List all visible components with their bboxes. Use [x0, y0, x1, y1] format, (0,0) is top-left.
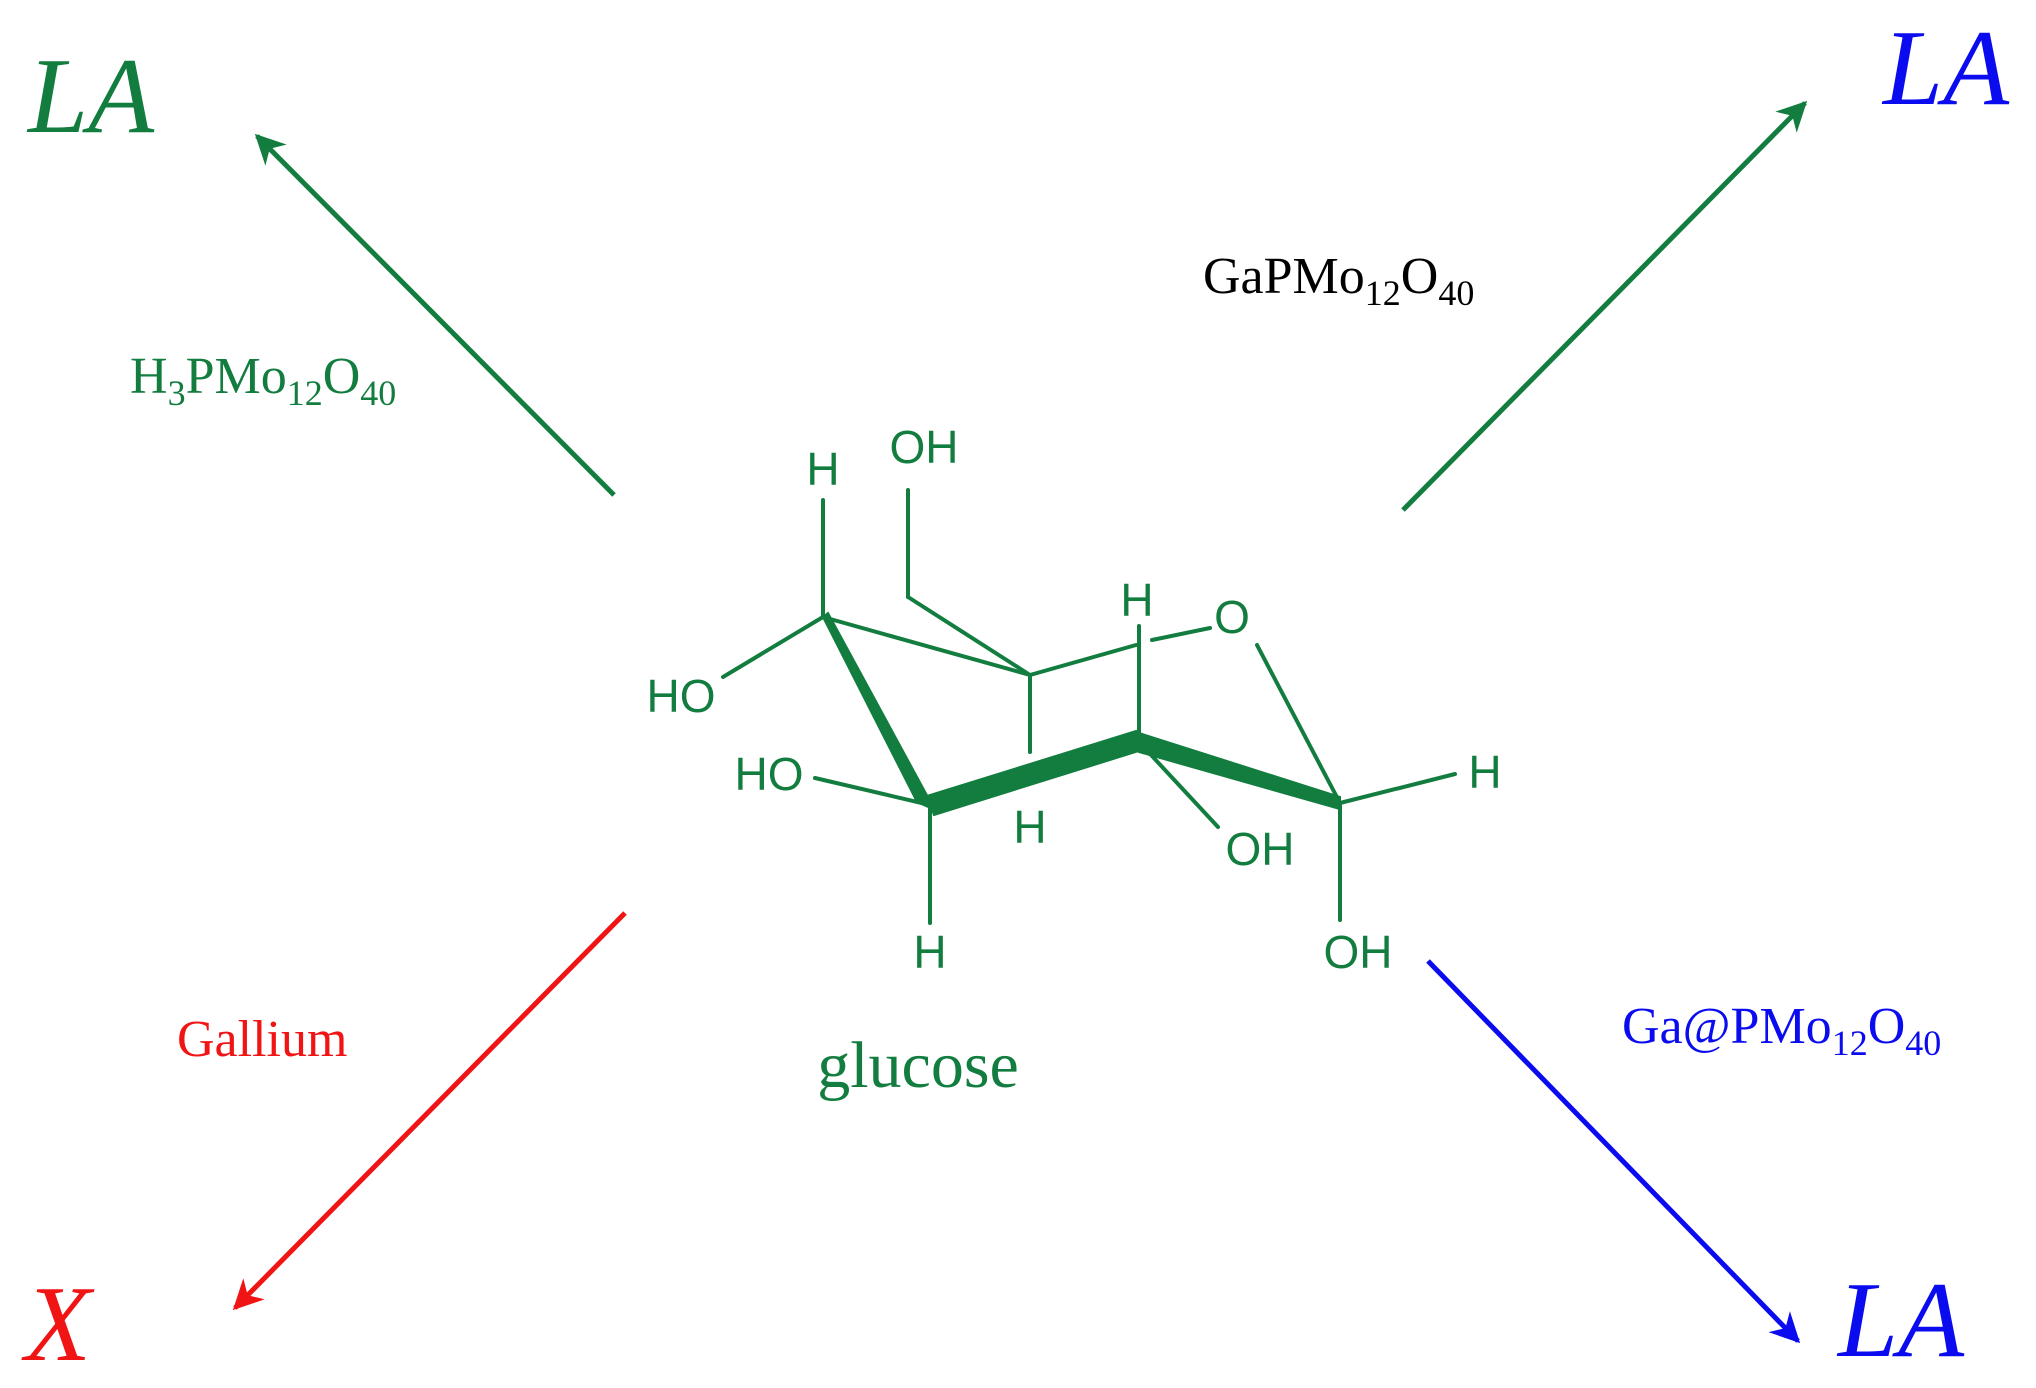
catalyst-ga-at-pmo12o40: Ga@PMo12O40	[1622, 998, 1941, 1063]
atom-ring-o: O	[1214, 591, 1250, 643]
catalyst-gallium: Gallium	[177, 1011, 347, 1068]
bond-c4-c5	[821, 615, 1032, 677]
atom-h-mid-top: H	[1120, 574, 1153, 626]
atom-h-bottom: H	[913, 926, 946, 978]
atom-h-right: H	[1468, 746, 1501, 798]
atom-ho-left-1: HO	[647, 670, 716, 722]
catalyst-gapmo12o40: GaPMo12O40	[1203, 248, 1474, 313]
arrow-to-bottom-left	[232, 911, 627, 1311]
atom-h-mid-bottom: H	[1013, 801, 1046, 853]
bond-c1-h	[1338, 772, 1457, 805]
bond-c5-ch2	[906, 595, 1032, 677]
catalyst-h3pmo12o40: H3PMo12O40	[130, 348, 396, 413]
atom-oh-top: OH	[890, 421, 959, 473]
arrow-to-bottom-right	[1426, 959, 1801, 1344]
bond-c2-oh	[1137, 740, 1220, 829]
atom-ho-left-2: HO	[735, 748, 804, 800]
bond-c5-o	[1028, 643, 1138, 677]
product-bottom-left: X	[21, 1265, 95, 1384]
bond-c3-ho	[813, 776, 932, 807]
arrow-to-top-right	[1401, 100, 1808, 512]
atom-labels: OH H HO HO H O H H OH H OH	[647, 421, 1502, 978]
reaction-arrows	[232, 100, 1808, 1344]
product-bottom-right: LA	[1836, 1261, 1965, 1380]
bond-c4-oh	[721, 615, 825, 679]
glucose-structure	[721, 488, 1457, 925]
bond-o-ring	[1150, 626, 1212, 642]
atom-oh-bottom: OH	[1324, 926, 1393, 978]
product-top-right: LA	[1881, 9, 2010, 128]
bond-o-c1	[1255, 643, 1342, 805]
molecule-name: glucose	[817, 1029, 1019, 1102]
product-top-left: LA	[26, 37, 155, 156]
arrow-to-top-left	[254, 133, 616, 497]
atom-h-top: H	[806, 443, 839, 495]
atom-oh-mid: OH	[1226, 823, 1295, 875]
